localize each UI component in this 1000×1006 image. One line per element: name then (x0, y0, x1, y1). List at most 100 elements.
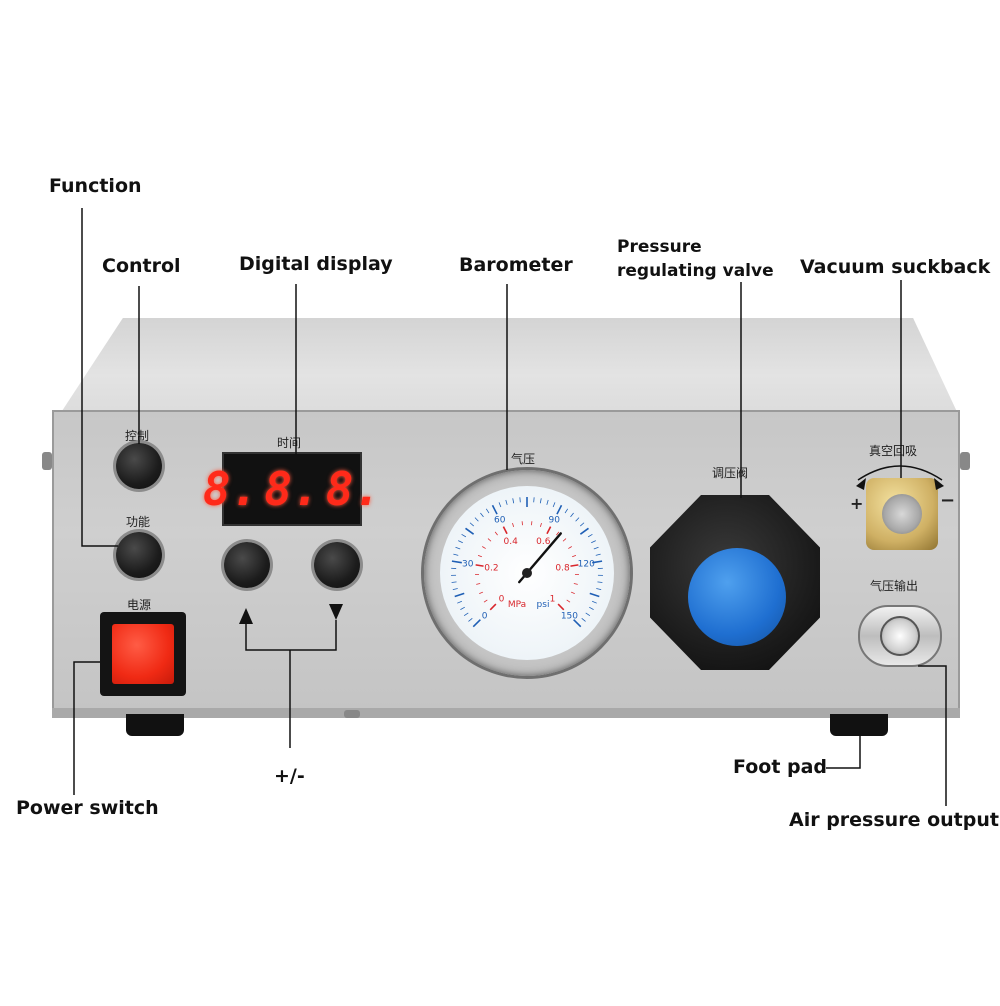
gauge-inner-tick (566, 599, 571, 603)
gauge-outer-tick (587, 533, 593, 538)
regulator-knob-cap[interactable] (688, 548, 786, 646)
gauge-outer-tick (539, 498, 542, 504)
gauge-inner-tick (546, 526, 552, 535)
air-outlet-hole (880, 616, 920, 656)
digital-display: 8. 8. 8. (203, 452, 381, 526)
gauge-psi-label: 0 (482, 611, 488, 621)
gauge-psi-label: 150 (561, 611, 578, 621)
callout-vacuum-suckback: Vacuum suckback (800, 256, 991, 278)
gauge-outer-tick (455, 546, 461, 550)
gauge-outer-tick (546, 499, 549, 505)
gauge-mpa-label: 0.2 (484, 563, 498, 573)
gauge-outer-tick (498, 502, 502, 508)
gauge-outer-tick (575, 517, 580, 522)
gauge-outer-tick (461, 533, 467, 538)
gauge-inner-tick (572, 555, 577, 558)
gauge-outer-tick (458, 540, 463, 544)
callout-pressure-line1: Pressure (617, 237, 702, 257)
gauge-inner-tick (489, 603, 497, 611)
panel-label-output: 气压输出 (870, 579, 919, 593)
gauge-inner-tick (475, 564, 484, 567)
function-button[interactable] (116, 532, 162, 578)
leader-function (81, 208, 118, 547)
leader-power-switch (73, 661, 100, 795)
display-digit-1: 8. (202, 462, 259, 516)
panel-label-control: 控制 (125, 429, 150, 443)
gauge-outer-tick (491, 504, 498, 515)
foot-pad-right (830, 714, 888, 736)
gauge-inner-tick (476, 583, 481, 585)
gauge-outer-tick (579, 522, 585, 527)
gauge-outer-tick (465, 527, 475, 535)
gauge-outer-tick (592, 600, 597, 604)
gauge-outer-tick (474, 517, 479, 522)
gauge-outer-tick (485, 508, 490, 514)
leader-foot-pad (826, 734, 861, 769)
gauge-psi-label: 120 (578, 560, 595, 570)
gauge-outer-tick (451, 581, 457, 583)
gauge-inner-tick (562, 538, 567, 542)
control-button[interactable] (116, 443, 162, 489)
gauge-inner-tick (557, 603, 565, 611)
gauge-inner-tick (494, 531, 498, 536)
device-bottom-edge (52, 708, 960, 718)
gauge-inner-tick (540, 522, 542, 528)
increase-button[interactable] (224, 542, 270, 588)
gauge-outer-tick (597, 581, 603, 583)
gauge-outer-tick (454, 592, 465, 598)
callout-function: Function (49, 175, 142, 197)
gauge-psi-label: 90 (549, 516, 561, 526)
gauge-inner-tick (483, 599, 488, 603)
gauge-inner-tick (568, 546, 572, 549)
gauge-outer-tick (589, 606, 594, 610)
callout-barometer: Barometer (459, 254, 573, 276)
panel-label-regulator: 调压阀 (712, 466, 749, 480)
gauge-outer-tick (573, 619, 582, 628)
vacuum-direction-arc (857, 465, 943, 481)
gauge-outer-tick (472, 619, 481, 628)
gauge-needle-hub (522, 568, 532, 578)
gauge-outer-tick (593, 546, 599, 550)
gauge-outer-tick (570, 512, 574, 518)
gauge-psi-label: 30 (462, 560, 474, 570)
side-screw-left (42, 452, 52, 470)
gauge-mpa-label: 0.6 (536, 537, 551, 547)
gauge-unit-psi: psi (537, 600, 550, 610)
gauge-outer-tick (581, 617, 586, 622)
display-digit-2: 8. (264, 462, 320, 516)
decrease-button[interactable] (314, 542, 360, 588)
panel-label-time: 时间 (277, 436, 302, 450)
gauge-outer-tick (579, 527, 589, 535)
gauge-outer-tick (595, 553, 601, 556)
panel-minus-sign: − (940, 490, 956, 511)
foot-pad-left (126, 714, 184, 736)
gauge-inner-tick (482, 546, 486, 549)
gauge-outer-tick (505, 499, 508, 505)
display-digit-3: 8. (325, 462, 382, 516)
gauge-outer-tick (596, 588, 602, 590)
gauge-outer-tick (591, 540, 596, 544)
gauge-inner-tick (570, 564, 579, 567)
gauge-outer-tick (463, 612, 469, 617)
down-arrow-icon (329, 604, 343, 620)
gauge-outer-tick (457, 600, 462, 604)
gauge-outer-tick (585, 612, 591, 617)
gauge-outer-tick (480, 512, 484, 518)
bottom-screw (344, 710, 360, 718)
arc-arrow-right-icon (934, 478, 944, 490)
panel-label-power: 电源 (127, 598, 152, 612)
panel-label-function: 功能 (126, 515, 151, 529)
gauge-inner-tick (512, 522, 514, 528)
panel-label-air-pressure: 气压 (511, 452, 536, 466)
power-switch[interactable] (112, 624, 174, 684)
gauge-inner-tick (570, 591, 575, 595)
up-arrow-icon (239, 608, 253, 624)
gauge-outer-tick (512, 498, 515, 504)
panel-plus-sign: + (850, 494, 864, 513)
gauge-outer-tick (468, 617, 473, 622)
side-screw-right (960, 452, 970, 470)
gauge-outer-tick (453, 553, 459, 556)
gauge-unit-mpa: MPa (508, 600, 526, 610)
